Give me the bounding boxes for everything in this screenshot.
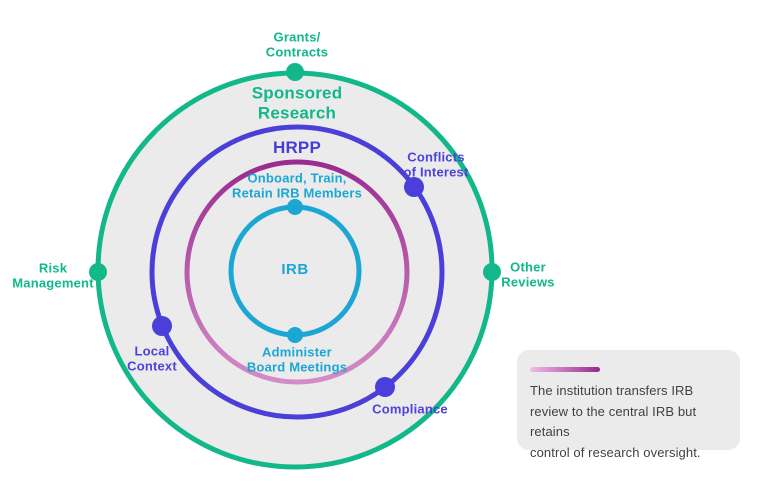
node-label-grants-contracts: Grants/ Contracts [265, 29, 329, 60]
node-dot-conflicts-of-interest [404, 177, 424, 197]
node-label-risk-management: Risk Management [12, 260, 94, 291]
node-dot-onboard-train [287, 199, 303, 215]
node-dot-risk-management [89, 263, 107, 281]
node-dot-administer [287, 327, 303, 343]
node-label-conflicts-of-interest: Conflicts of Interest [403, 149, 469, 180]
ring-magenta-gradient [184, 159, 410, 385]
node-label-other-reviews: Other Reviews [501, 259, 555, 290]
node-label-local-context: Local Context [127, 343, 177, 374]
legend-gradient-bar [530, 367, 600, 372]
node-dot-grants-contracts [286, 63, 304, 81]
ring-hrpp [149, 124, 445, 420]
ring-label-sponsored-research: Sponsored Research [251, 83, 343, 122]
ring-label-hrpp: HRPP [272, 137, 322, 157]
node-label-compliance: Compliance [372, 401, 448, 417]
node-label-onboard-train: Onboard, Train, Retain IRB Members [231, 170, 363, 201]
node-dot-local-context [152, 316, 172, 336]
node-dot-compliance [375, 377, 395, 397]
legend-text: The institution transfers IRB review to … [530, 383, 701, 460]
node-dot-other-reviews [483, 263, 501, 281]
legend-card: The institution transfers IRB review to … [517, 350, 740, 460]
node-label-administer: Administer Board Meetings [246, 344, 348, 375]
ring-label-irb: IRB [281, 261, 309, 279]
